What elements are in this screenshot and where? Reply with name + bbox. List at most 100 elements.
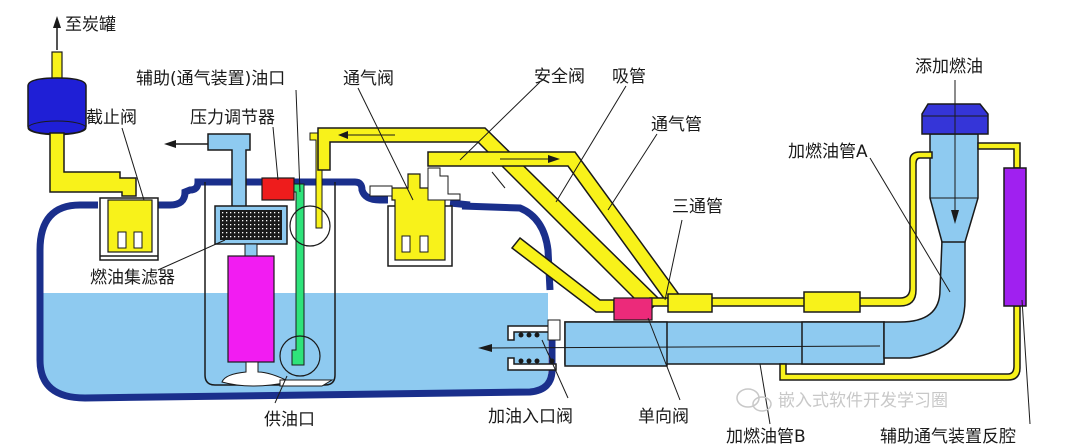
strainer-mesh-dot <box>278 220 280 222</box>
strainer-mesh-dot <box>254 216 256 218</box>
strainer-mesh-dot <box>278 228 280 230</box>
strainer-mesh-dot <box>266 232 268 234</box>
strainer-mesh-dot <box>250 228 252 230</box>
strainer-mesh-dot <box>274 220 276 222</box>
tank-outline <box>36 178 556 402</box>
label-aux-vent-chamber: 辅助通气装置反腔 <box>880 427 1016 447</box>
strainer-mesh-dot <box>262 232 264 234</box>
label-safety-valve: 安全阀 <box>534 67 585 87</box>
arrow-left-icon <box>338 131 348 139</box>
strainer-mesh-dot <box>274 228 276 230</box>
strainer-mesh-dot <box>242 224 244 226</box>
strainer-mesh-dot <box>242 232 244 234</box>
strainer-mesh-dot <box>270 228 272 230</box>
strainer-mesh-dot <box>270 232 272 234</box>
labels: 至炭罐 辅助(通气装置)油口 截止阀 压力调节器 通气阀 安全阀 吸管 通气管 … <box>65 15 1016 447</box>
label-add-fuel: 添加燃油 <box>915 57 983 77</box>
arrow-left-icon <box>164 140 176 148</box>
strainer-mesh-dot <box>254 236 256 238</box>
strainer-mesh-dot <box>234 236 236 238</box>
strainer-mesh-dot <box>234 224 236 226</box>
strainer-mesh-dot <box>266 212 268 214</box>
label-shutoff-valve: 截止阀 <box>86 108 137 128</box>
strainer-mesh-dot <box>222 228 224 230</box>
strainer-mesh-dot <box>262 228 264 230</box>
strainer-mesh-dot <box>230 216 232 218</box>
strainer-mesh-dot <box>258 232 260 234</box>
strainer-mesh-dot <box>230 220 232 222</box>
label-vent-valve: 通气阀 <box>343 69 394 89</box>
strainer-mesh-dot <box>246 216 248 218</box>
strainer-mesh-dot <box>222 212 224 214</box>
strainer-mesh-dot <box>262 236 264 238</box>
strainer-mesh-dot <box>270 212 272 214</box>
vent-pipe-network <box>317 127 682 314</box>
strainer-mesh-dot <box>278 212 280 214</box>
vent-valve <box>369 167 461 267</box>
strainer-mesh-dot <box>230 228 232 230</box>
strainer-mesh-dot <box>238 220 240 222</box>
strainer-mesh-dot <box>278 232 280 234</box>
strainer-mesh-dot <box>246 220 248 222</box>
strainer-mesh-dot <box>254 228 256 230</box>
strainer-mesh-dot <box>258 212 260 214</box>
strainer-mesh-dot <box>246 232 248 234</box>
strainer-mesh-dot <box>274 216 276 218</box>
label-check-valve: 单向阀 <box>638 407 689 427</box>
filler-pipe-system <box>478 80 989 371</box>
strainer-mesh-dot <box>230 212 232 214</box>
strainer-mesh-dot <box>230 236 232 238</box>
strainer-mesh-dot <box>278 236 280 238</box>
strainer-mesh-dot <box>242 236 244 238</box>
strainer-mesh-dot <box>262 224 264 226</box>
strainer-mesh-dot <box>234 228 236 230</box>
arrow-left-icon <box>478 344 492 352</box>
strainer-mesh-dot <box>238 232 240 234</box>
detail-circle-lower <box>279 335 321 377</box>
check-valve <box>613 297 653 321</box>
label-filler-pipe-b: 加燃油管B <box>726 427 806 447</box>
strainer-mesh-dot <box>238 224 240 226</box>
arrow-right-icon <box>548 155 560 163</box>
inlet-valve-spring <box>518 332 555 364</box>
strainer-mesh-dot <box>266 224 268 226</box>
wechat-icon <box>736 388 772 412</box>
arrow-down-icon <box>951 210 959 224</box>
label-fuel-strainer: 燃油集滤器 <box>90 268 175 288</box>
vent-line-right <box>613 142 1027 381</box>
label-aux-vent-port: 辅助(通气装置)油口 <box>136 69 285 89</box>
aux-vent-chamber <box>1003 167 1027 307</box>
strainer-mesh-dot <box>222 224 224 226</box>
fuel-tank <box>36 178 556 402</box>
watermark-text: 嵌入式软件开发学习圈 <box>778 391 948 411</box>
strainer-mesh-dot <box>226 224 228 226</box>
strainer-mesh-dot <box>250 236 252 238</box>
leader-lines <box>121 81 1031 425</box>
strainer-mesh-dot <box>230 224 232 226</box>
label-to-canister: 至炭罐 <box>65 15 116 35</box>
label-filler-pipe-a: 加燃油管A <box>788 142 868 162</box>
strainer-mesh-dot <box>266 236 268 238</box>
strainer-mesh-dot <box>226 232 228 234</box>
strainer-mesh-dot <box>238 216 240 218</box>
strainer-mesh-dot <box>270 224 272 226</box>
strainer-mesh-dot <box>250 216 252 218</box>
strainer-mesh-dot <box>266 216 268 218</box>
canister-body <box>27 77 87 135</box>
strainer-mesh-dot <box>258 216 260 218</box>
charcoal-canister <box>27 16 137 197</box>
label-pressure-regulator: 压力调节器 <box>190 108 275 128</box>
shutoff-valve <box>99 197 159 261</box>
strainer-mesh-dot <box>278 216 280 218</box>
label-supply-port: 供油口 <box>264 410 315 430</box>
strainer-mesh-dot <box>226 228 228 230</box>
strainer-mesh-dot <box>270 236 272 238</box>
strainer-mesh-dot <box>278 224 280 226</box>
strainer-mesh-dot <box>270 220 272 222</box>
label-suction-pipe: 吸管 <box>612 67 646 87</box>
strainer-mesh-dot <box>274 232 276 234</box>
strainer-mesh-dot <box>254 224 256 226</box>
strainer-mesh-dot <box>254 212 256 214</box>
label-tee-pipe: 三通管 <box>672 197 723 217</box>
